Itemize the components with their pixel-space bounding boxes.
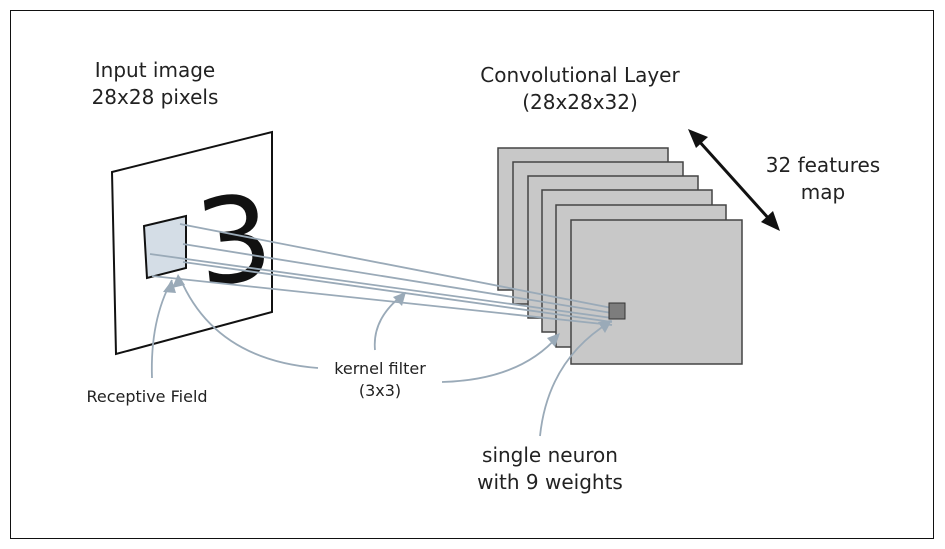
connection-line bbox=[179, 223, 613, 309]
conv-layer-title-line1: Convolutional Layer bbox=[480, 63, 680, 87]
kernel-curve-right bbox=[441, 335, 559, 383]
depth-label-line2: map bbox=[800, 180, 846, 204]
kernel-filter-label: kernel filter (3x3) bbox=[300, 358, 460, 401]
connection-line bbox=[151, 275, 613, 326]
kernel-curve-left bbox=[179, 277, 319, 369]
feature-map-front bbox=[570, 219, 743, 365]
kernel-filter-label-line2: (3x3) bbox=[358, 380, 402, 400]
neuron-label-line2: with 9 weights bbox=[477, 470, 623, 494]
connection-line bbox=[182, 243, 613, 314]
kernel-filter-label-line1: kernel filter bbox=[334, 359, 426, 378]
input-image-title-line2: 28x28 pixels bbox=[91, 85, 219, 109]
pointer-arrows bbox=[150, 274, 612, 437]
depth-label: 32 features map bbox=[748, 152, 898, 206]
depth-double-arrow bbox=[688, 129, 780, 231]
neuron-pointer bbox=[539, 321, 611, 437]
neuron-label-line1: single neuron bbox=[482, 443, 618, 467]
neuron-label: single neuron with 9 weights bbox=[455, 442, 645, 496]
conv-layer-title: Convolutional Layer (28x28x32) bbox=[470, 62, 690, 116]
connection-line bbox=[149, 253, 613, 319]
input-image-plane bbox=[110, 130, 273, 356]
feature-map-stack bbox=[497, 147, 743, 365]
single-neuron bbox=[608, 302, 626, 320]
input-image-title: Input image 28x28 pixels bbox=[65, 57, 245, 111]
input-image-title-line1: Input image bbox=[94, 58, 216, 82]
conv-layer-title-line2: (28x28x32) bbox=[522, 90, 638, 114]
receptive-field-label: Receptive Field bbox=[86, 387, 208, 406]
diagram-frame bbox=[10, 10, 934, 539]
kernel-connections bbox=[149, 223, 613, 326]
depth-label-line1: 32 features bbox=[765, 153, 881, 177]
receptive-field-patch bbox=[142, 214, 187, 280]
connection-line bbox=[182, 261, 613, 323]
